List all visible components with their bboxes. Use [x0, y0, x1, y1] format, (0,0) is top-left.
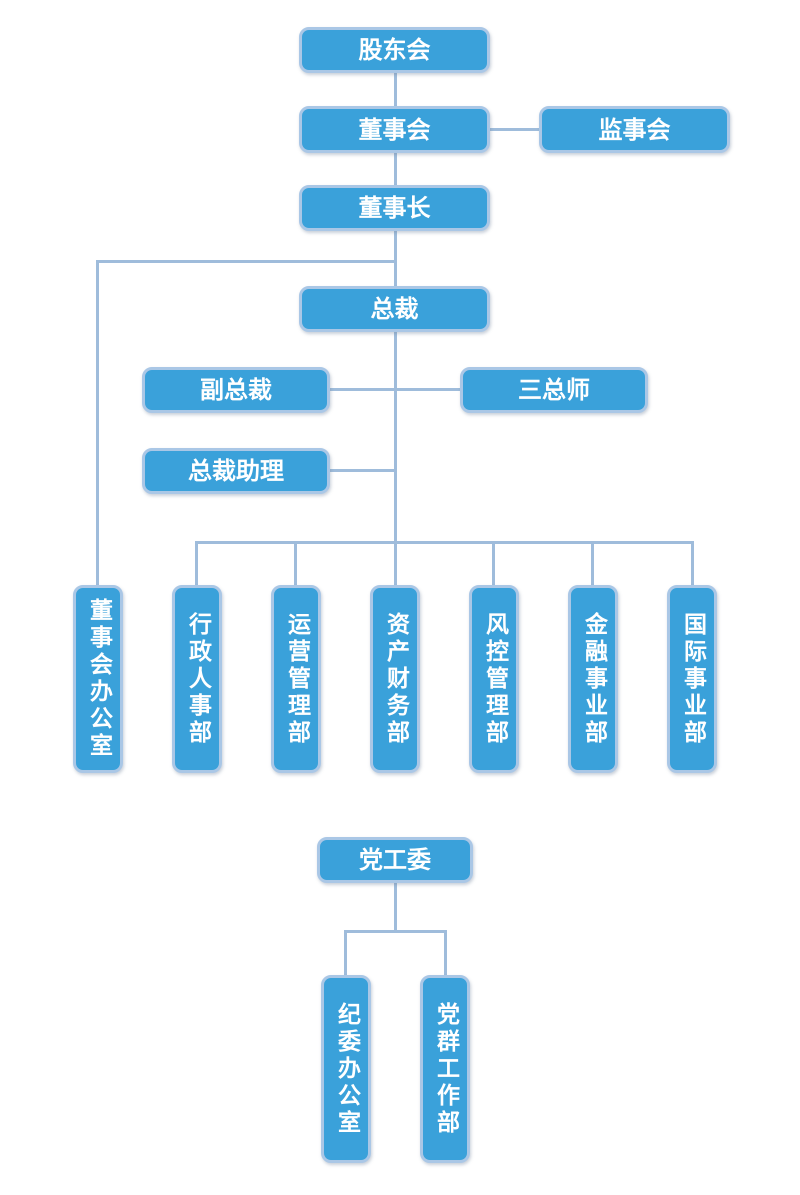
- node-chairman: 董事长: [299, 185, 490, 231]
- node-dept-asset-finance: 资产财务部: [370, 585, 420, 773]
- connector-drop-discipline-office: [344, 930, 347, 977]
- node-three-chief-engineers: 三总师: [460, 367, 648, 413]
- node-supervisory-board: 监事会: [539, 106, 730, 153]
- connector-branch-horizontal: [96, 260, 397, 263]
- connector-drop-operations: [294, 541, 297, 587]
- node-dept-admin-hr: 行政人事部: [172, 585, 222, 773]
- node-shareholders-meeting: 股东会: [299, 27, 490, 73]
- connector-drop-party-mass: [444, 930, 447, 977]
- connector-assistant: [328, 469, 396, 472]
- node-party-mass-work-dept: 党群工作部: [420, 975, 470, 1163]
- connector-drop-international: [691, 541, 694, 587]
- connector-chairman-president: [394, 230, 397, 288]
- connector-president-down: [394, 330, 397, 587]
- node-dept-operations: 运营管理部: [271, 585, 321, 773]
- connector-party-down: [394, 882, 397, 932]
- node-vice-president: 副总裁: [142, 367, 330, 413]
- node-dept-finance-business: 金融事业部: [568, 585, 618, 773]
- connector-shareholders-board: [394, 72, 397, 107]
- connector-branch-board-office: [96, 260, 99, 587]
- connector-vp-chiefs: [328, 388, 461, 391]
- connector-distribution: [195, 541, 694, 544]
- node-dept-international: 国际事业部: [667, 585, 717, 773]
- connector-drop-admin-hr: [195, 541, 198, 587]
- node-dept-board-office: 董事会办公室: [73, 585, 123, 773]
- connector-board-chairman: [394, 151, 397, 187]
- connector-drop-finance-biz: [591, 541, 594, 587]
- node-board-of-directors: 董事会: [299, 106, 490, 153]
- connector-board-supervisory: [489, 128, 540, 131]
- node-discipline-office: 纪委办公室: [321, 975, 371, 1163]
- connector-party-horizontal: [344, 930, 447, 933]
- node-president: 总裁: [299, 286, 490, 332]
- node-party-working-committee: 党工委: [317, 837, 473, 883]
- node-dept-risk-control: 风控管理部: [469, 585, 519, 773]
- node-president-assistant: 总裁助理: [142, 448, 330, 494]
- connector-drop-risk: [492, 541, 495, 587]
